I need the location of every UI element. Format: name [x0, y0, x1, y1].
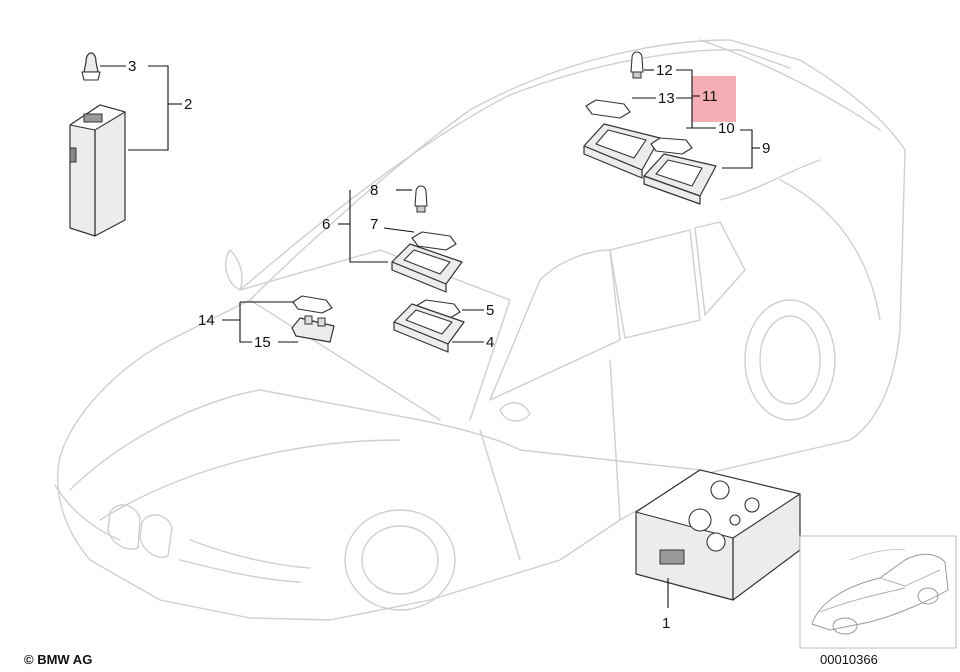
callout-11: 11 [702, 88, 718, 105]
bulb-part-7 [411, 231, 457, 251]
callout-13: 13 [658, 90, 675, 107]
highlight-box [692, 76, 736, 122]
diagram-number: 00010366 [820, 652, 878, 667]
callout-3: 3 [128, 58, 136, 75]
callout-8: 8 [370, 182, 378, 199]
callout-12: 12 [656, 62, 673, 79]
bulb-part-12 [630, 51, 644, 79]
bulb-part-8 [414, 185, 428, 213]
control-module-part-1 [635, 469, 801, 601]
callout-labels: 1 2 3 4 5 6 7 8 9 10 11 12 13 14 15 [128, 58, 770, 632]
callout-7: 7 [370, 216, 378, 233]
lamp-part-4 [393, 303, 465, 353]
thumbnail-inset [799, 535, 957, 649]
lamp-part-9 [643, 153, 717, 205]
callout-15: 15 [254, 334, 271, 351]
bulb-part-13 [585, 99, 631, 119]
callout-1: 1 [662, 615, 670, 632]
bulb-part-3 [81, 52, 101, 81]
callout-6: 6 [322, 216, 330, 233]
callout-14: 14 [198, 312, 215, 329]
bulb-part-10 [650, 137, 693, 155]
lamp-part-11 [583, 123, 661, 179]
lamp-part-15 [291, 315, 335, 343]
lamp-part-6 [391, 243, 463, 293]
callout-10: 10 [718, 120, 735, 137]
callout-4: 4 [486, 334, 494, 351]
callout-2: 2 [184, 96, 192, 113]
leader-lines [100, 65, 760, 608]
callout-9: 9 [762, 140, 770, 157]
copyright-text: © BMW AG [24, 652, 92, 667]
callout-5: 5 [486, 302, 494, 319]
bulb-part-14 [292, 295, 333, 314]
lamp-part-2 [69, 104, 126, 237]
